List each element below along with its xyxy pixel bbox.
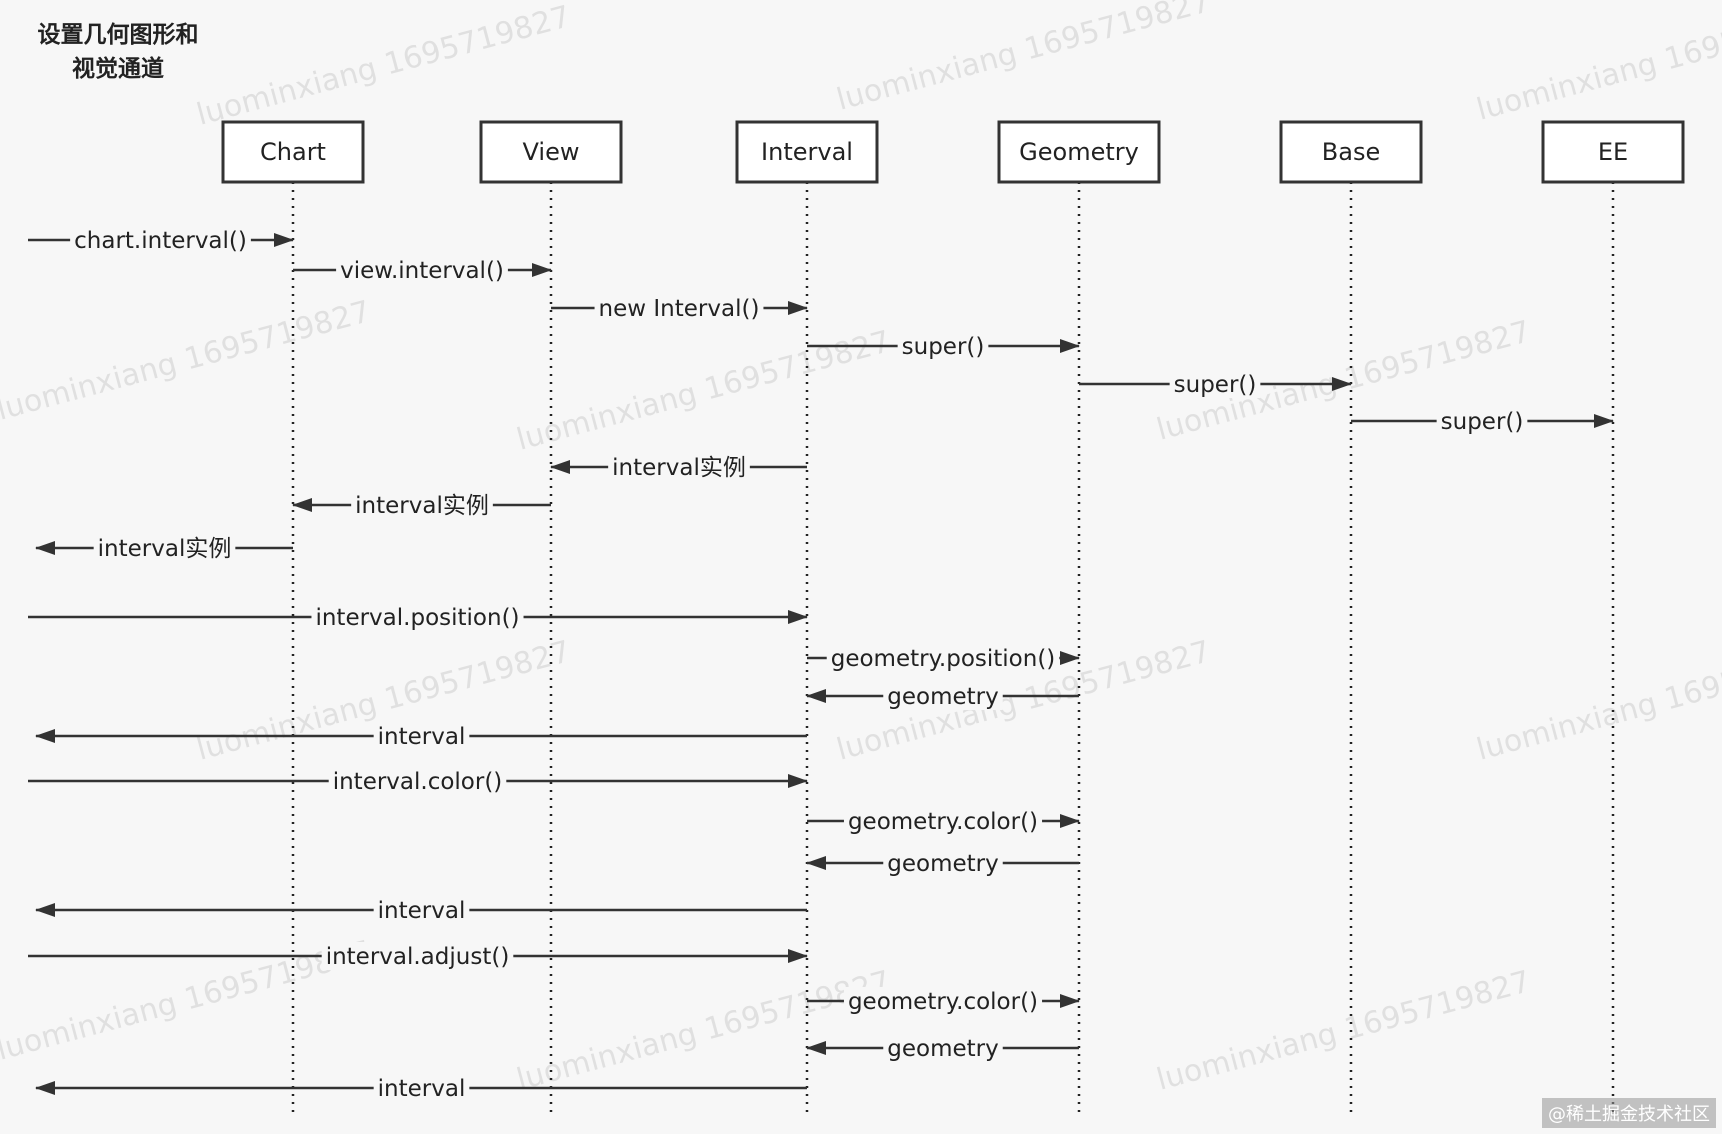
participant-label: Chart	[260, 138, 326, 166]
participant-box	[479, 120, 623, 184]
message-arrow: interval.color()	[28, 767, 808, 795]
watermark-text: luominxiang 1695719827	[1473, 634, 1722, 768]
watermark-text: luominxiang 1695719827	[1153, 964, 1534, 1098]
message-label-background	[897, 332, 989, 360]
participant-box	[997, 120, 1161, 184]
message-label-background	[883, 682, 1003, 710]
message-label: geometry	[887, 1036, 998, 1062]
diagram-title: 设置几何图形和 视觉通道	[18, 18, 218, 86]
message-label: super()	[1441, 409, 1524, 435]
message-arrow: interval实例	[550, 453, 807, 481]
message-arrow: interval	[35, 722, 807, 750]
diagram-title-line-2: 视觉通道	[72, 56, 164, 82]
message-label-background	[843, 807, 1043, 835]
message-label: interval实例	[98, 536, 232, 562]
watermark-text: luominxiang 1695719827	[1473, 0, 1722, 128]
watermark-text: luominxiang 1695719827	[833, 0, 1214, 118]
watermark-text: luominxiang 1695719827	[0, 934, 374, 1068]
message-label: geometry.position()	[831, 646, 1056, 672]
message-label-background	[608, 453, 750, 481]
message-arrow: geometry.position()	[807, 644, 1080, 672]
message-arrow: interval实例	[35, 534, 293, 562]
participant-label: EE	[1598, 138, 1628, 166]
participant-box	[1541, 120, 1685, 184]
message-arrow: interval	[35, 1074, 807, 1102]
watermark-text: luominxiang 1695719827	[513, 324, 894, 458]
message-arrow: super()	[807, 332, 1080, 360]
diagram-title-line-1: 设置几何图形和	[37, 22, 199, 48]
message-label-background	[328, 767, 507, 795]
message-label: interval实例	[355, 493, 489, 519]
message-arrow: interval.adjust()	[28, 942, 808, 970]
message-label-background	[321, 942, 514, 970]
message-arrow: geometry	[806, 849, 1079, 877]
participant-label: Base	[1322, 138, 1380, 166]
lifelines: Chart View Interval Geometry Base EE	[221, 120, 1685, 1118]
message-label-background	[594, 294, 764, 322]
message-label: interval.color()	[333, 769, 503, 795]
lifeline-ee: EE	[1541, 120, 1685, 1118]
watermark-text: luominxiang 1695719827	[193, 0, 574, 133]
message-label-background	[373, 1074, 470, 1102]
message-label-background	[93, 534, 236, 562]
message-label: geometry.color()	[848, 989, 1038, 1015]
message-arrow: view.interval()	[293, 256, 552, 284]
message-label: interval	[378, 898, 466, 924]
participant-label: View	[523, 138, 580, 166]
lifeline-geometry: Geometry	[997, 120, 1161, 1118]
message-label: geometry	[887, 851, 998, 877]
message-arrow: new Interval()	[551, 294, 808, 322]
message-label-background	[373, 896, 470, 924]
message-label: geometry.color()	[848, 809, 1038, 835]
participant-box	[221, 120, 365, 184]
message-label-background	[883, 1034, 1003, 1062]
participant-label: Interval	[761, 138, 853, 166]
message-label: chart.interval()	[74, 228, 247, 254]
message-label: interval实例	[612, 455, 746, 481]
lifeline-base: Base	[1279, 120, 1423, 1118]
message-arrow: geometry.color()	[807, 807, 1080, 835]
message-label-background	[373, 722, 470, 750]
message-label: geometry	[887, 684, 998, 710]
watermark-text: luominxiang 1695719827	[513, 964, 894, 1098]
lifeline-chart: Chart	[221, 120, 365, 1118]
message-label-background	[70, 226, 251, 254]
lifeline-interval: Interval	[735, 120, 879, 1118]
message-arrow: interval实例	[292, 491, 551, 519]
message-label: interval	[378, 724, 466, 750]
message-label: interval.adjust()	[326, 944, 510, 970]
message-label: interval.position()	[315, 605, 519, 631]
watermark-text: luominxiang 1695719827	[0, 294, 374, 428]
message-arrow: chart.interval()	[28, 226, 294, 254]
lifeline-view: View	[479, 120, 623, 1118]
participant-box	[1279, 120, 1423, 184]
message-label: new Interval()	[599, 296, 760, 322]
message-label-background	[1436, 407, 1528, 435]
message-label-background	[336, 256, 508, 284]
message-label: super()	[902, 334, 985, 360]
message-label: view.interval()	[340, 258, 504, 284]
message-label-background	[843, 987, 1043, 1015]
message-arrow: geometry	[806, 1034, 1079, 1062]
message-label-background	[311, 603, 524, 631]
participant-label: Geometry	[1019, 138, 1139, 166]
message-arrow: geometry	[806, 682, 1079, 710]
corner-watermark: @稀土掘金技术社区	[1542, 1098, 1716, 1128]
message-label-background	[883, 849, 1003, 877]
message-label-background	[826, 644, 1060, 672]
messages: chart.interval() view.interval() new Inter…	[28, 226, 1614, 1102]
message-label: interval	[378, 1076, 466, 1102]
message-arrow: super()	[1351, 407, 1614, 435]
message-label: super()	[1174, 372, 1257, 398]
participant-box	[735, 120, 879, 184]
message-arrow: interval	[35, 896, 807, 924]
message-label-background	[1169, 370, 1261, 398]
message-arrow: geometry.color()	[807, 987, 1080, 1015]
message-arrow: super()	[1079, 370, 1352, 398]
message-label-background	[351, 491, 493, 519]
message-arrow: interval.position()	[28, 603, 808, 631]
